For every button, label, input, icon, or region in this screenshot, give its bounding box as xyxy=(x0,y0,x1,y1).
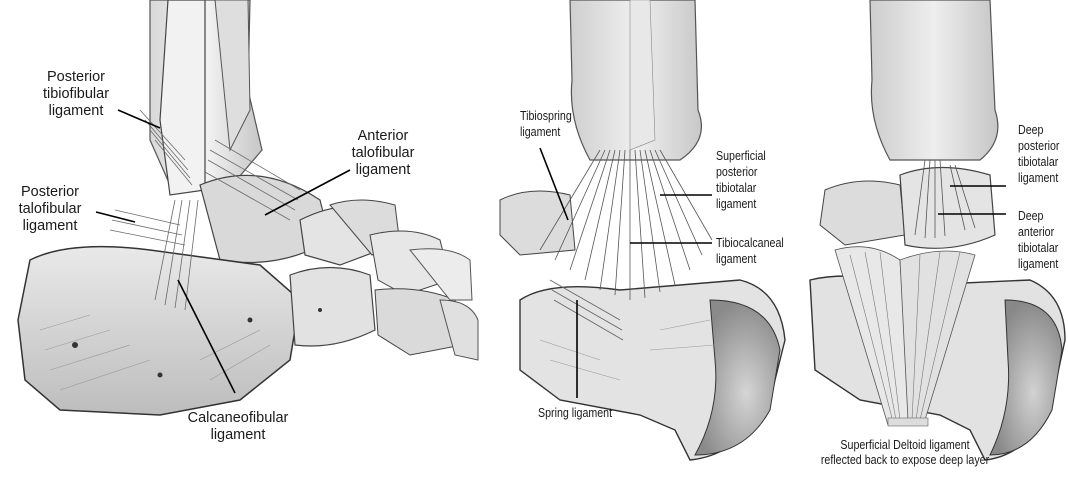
deep-posterior-tibiotalar-label: Deep posterior tibiotalar ligament xyxy=(1018,122,1059,186)
lateral-ankle-panel: Posterior tibiofibular ligament Anterior… xyxy=(0,0,480,479)
medial-deep-panel: Deep posterior tibiotalar ligament Deep … xyxy=(790,0,1068,479)
tibiocalcaneal-label: Tibiocalcaneal ligament xyxy=(716,235,784,267)
deep-anterior-tibiotalar-label: Deep anterior tibiotalar ligament xyxy=(1018,208,1058,272)
superficial-posterior-tibiotalar-label: Superficial posterior tibiotalar ligamen… xyxy=(716,148,766,212)
calcaneofibular-label: Calcaneofibular ligament xyxy=(178,410,298,444)
posterior-talofibular-label: Posterior talofibular ligament xyxy=(0,184,100,235)
reflected-deltoid-note: Superficial Deltoid ligament reflected b… xyxy=(819,437,991,467)
medial-superficial-panel: Tibiospring ligament Superficial posteri… xyxy=(480,0,790,479)
tibiospring-label: Tibiospring ligament xyxy=(520,108,572,140)
posterior-tibiofibular-label: Posterior tibiofibular ligament xyxy=(26,69,126,120)
anterior-talofibular-label: Anterior talofibular ligament xyxy=(333,128,433,179)
spring-ligament-label: Spring ligament xyxy=(538,405,612,421)
